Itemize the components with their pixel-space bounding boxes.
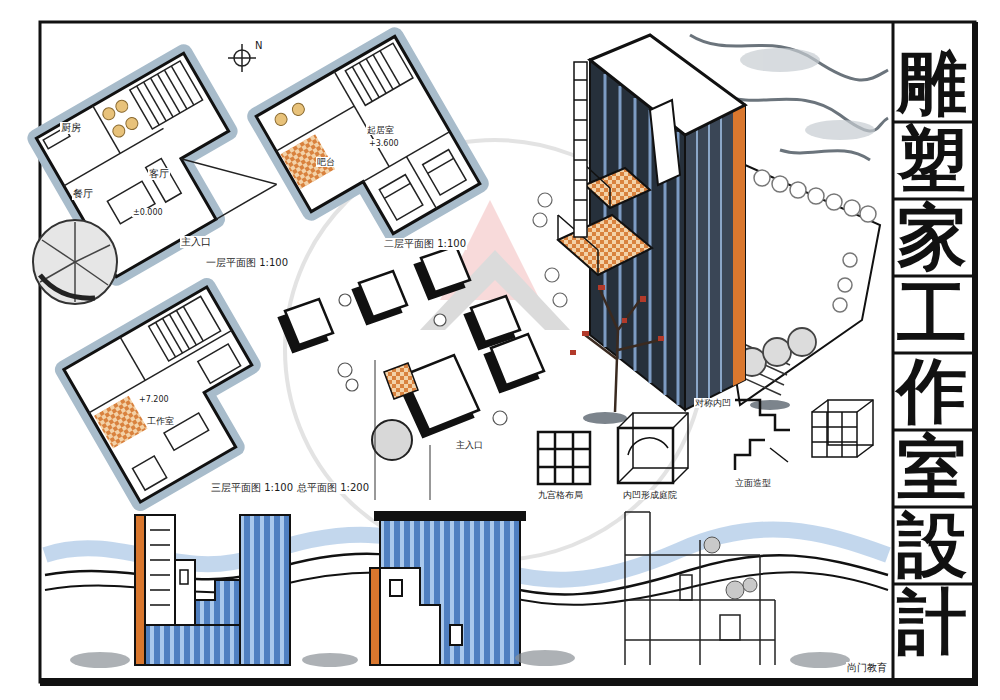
drawing-label: 内凹形成庭院 [622, 490, 678, 500]
drawing-label: 主入口 [455, 440, 484, 450]
drawing-label: 一层平面图 1:100 [205, 257, 289, 269]
drawing-label: 对称内凹 [694, 398, 732, 408]
drawing-label: 工作室 [146, 416, 175, 426]
sheet-title: 雕塑家工作室設計 [897, 45, 967, 661]
drawing-label: 二层平面图 1:100 [383, 238, 467, 250]
drawing-label: N [254, 40, 263, 52]
drawing-label: 主入口 [180, 236, 212, 248]
drawing-label: 尚门教育 [846, 662, 888, 674]
drawing-label: ±0.000 [132, 208, 164, 217]
drawing-label: 吧台 [316, 157, 336, 167]
drawing-label: 厨房 [60, 122, 82, 134]
drawing-label: +7.200 [138, 395, 170, 404]
drawing-label: 客厅 [148, 168, 170, 180]
drawing-label: +3.600 [368, 139, 400, 148]
drawing-label: 起居室 [366, 125, 395, 135]
drawing-label: 三层平面图 1:100 [210, 482, 294, 494]
drawing-label: 餐厅 [72, 188, 94, 200]
drawing-label: 总平面图 1:200 [296, 482, 370, 494]
drawing-label: 九宫格布局 [537, 490, 584, 500]
drawing-label: 立面造型 [734, 478, 772, 488]
